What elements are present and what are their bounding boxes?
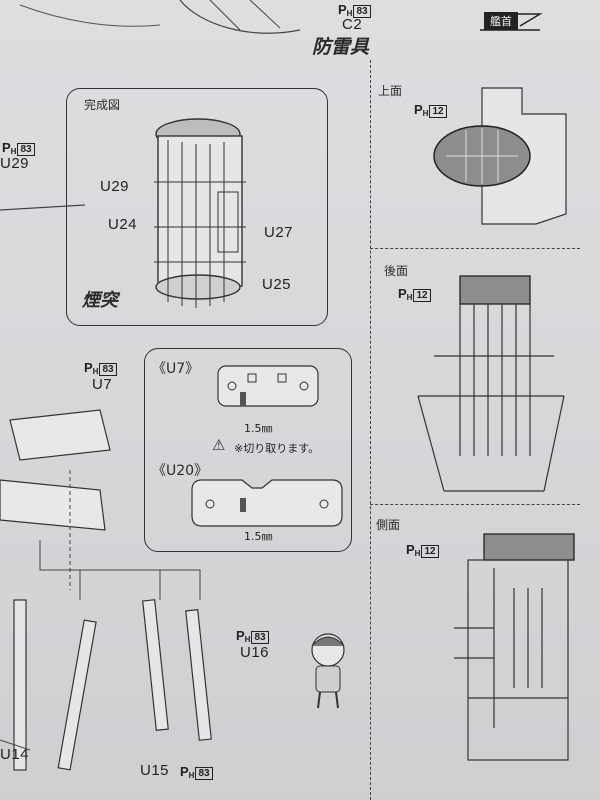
detail-u20-title: 《U20》: [152, 463, 209, 479]
completed-view-box: [66, 88, 328, 326]
part-label-u16: U16: [240, 644, 270, 661]
completed-view-title: 完成図: [84, 98, 121, 112]
dim-u7: 1.5㎜: [244, 422, 273, 435]
mascot-character: [311, 633, 345, 709]
top-deck-sketch: [19, 0, 543, 34]
part-label-u15: U15: [140, 762, 170, 779]
part-label-u24: U24: [108, 216, 138, 233]
detail-u7-title: 《U7》: [152, 361, 200, 377]
detail-box: [144, 348, 352, 552]
funnel-stamp: 煙突: [82, 290, 118, 311]
view-divider-1: [370, 248, 580, 249]
part-label-c2: C2: [342, 16, 363, 33]
part-label-u25: U25: [262, 276, 292, 293]
part-label-u29-left: U29: [0, 155, 30, 172]
section-title: 防雷具: [312, 36, 370, 58]
dim-u20: 1.5㎜: [244, 530, 273, 543]
cut-note: ※切り取ります。: [234, 442, 320, 455]
column-divider: [370, 60, 371, 800]
u7-part-diagram: [217, 365, 319, 407]
view-divider-2: [370, 504, 580, 505]
part-label-u29: U29: [100, 178, 130, 195]
back-view-drawing: [417, 275, 565, 492]
top-view-title: 上面: [378, 84, 403, 98]
u20-part-diagram: [191, 479, 343, 527]
assembly-drawing: [0, 409, 212, 771]
funnel-drawing: [154, 118, 246, 308]
bow-direction-tag: 艦首: [484, 12, 518, 30]
side-view-title: 側面: [376, 518, 401, 532]
part-label-u27: U27: [264, 224, 294, 241]
part-label-u14: U14: [0, 746, 30, 763]
side-view-drawing: [454, 533, 575, 761]
part-label-u7: U7: [92, 376, 113, 393]
back-view-title: 後面: [384, 264, 409, 278]
warning-icon: ⚠: [212, 436, 226, 454]
left-edge-line: [0, 204, 86, 211]
top-view-drawing: [433, 87, 567, 225]
